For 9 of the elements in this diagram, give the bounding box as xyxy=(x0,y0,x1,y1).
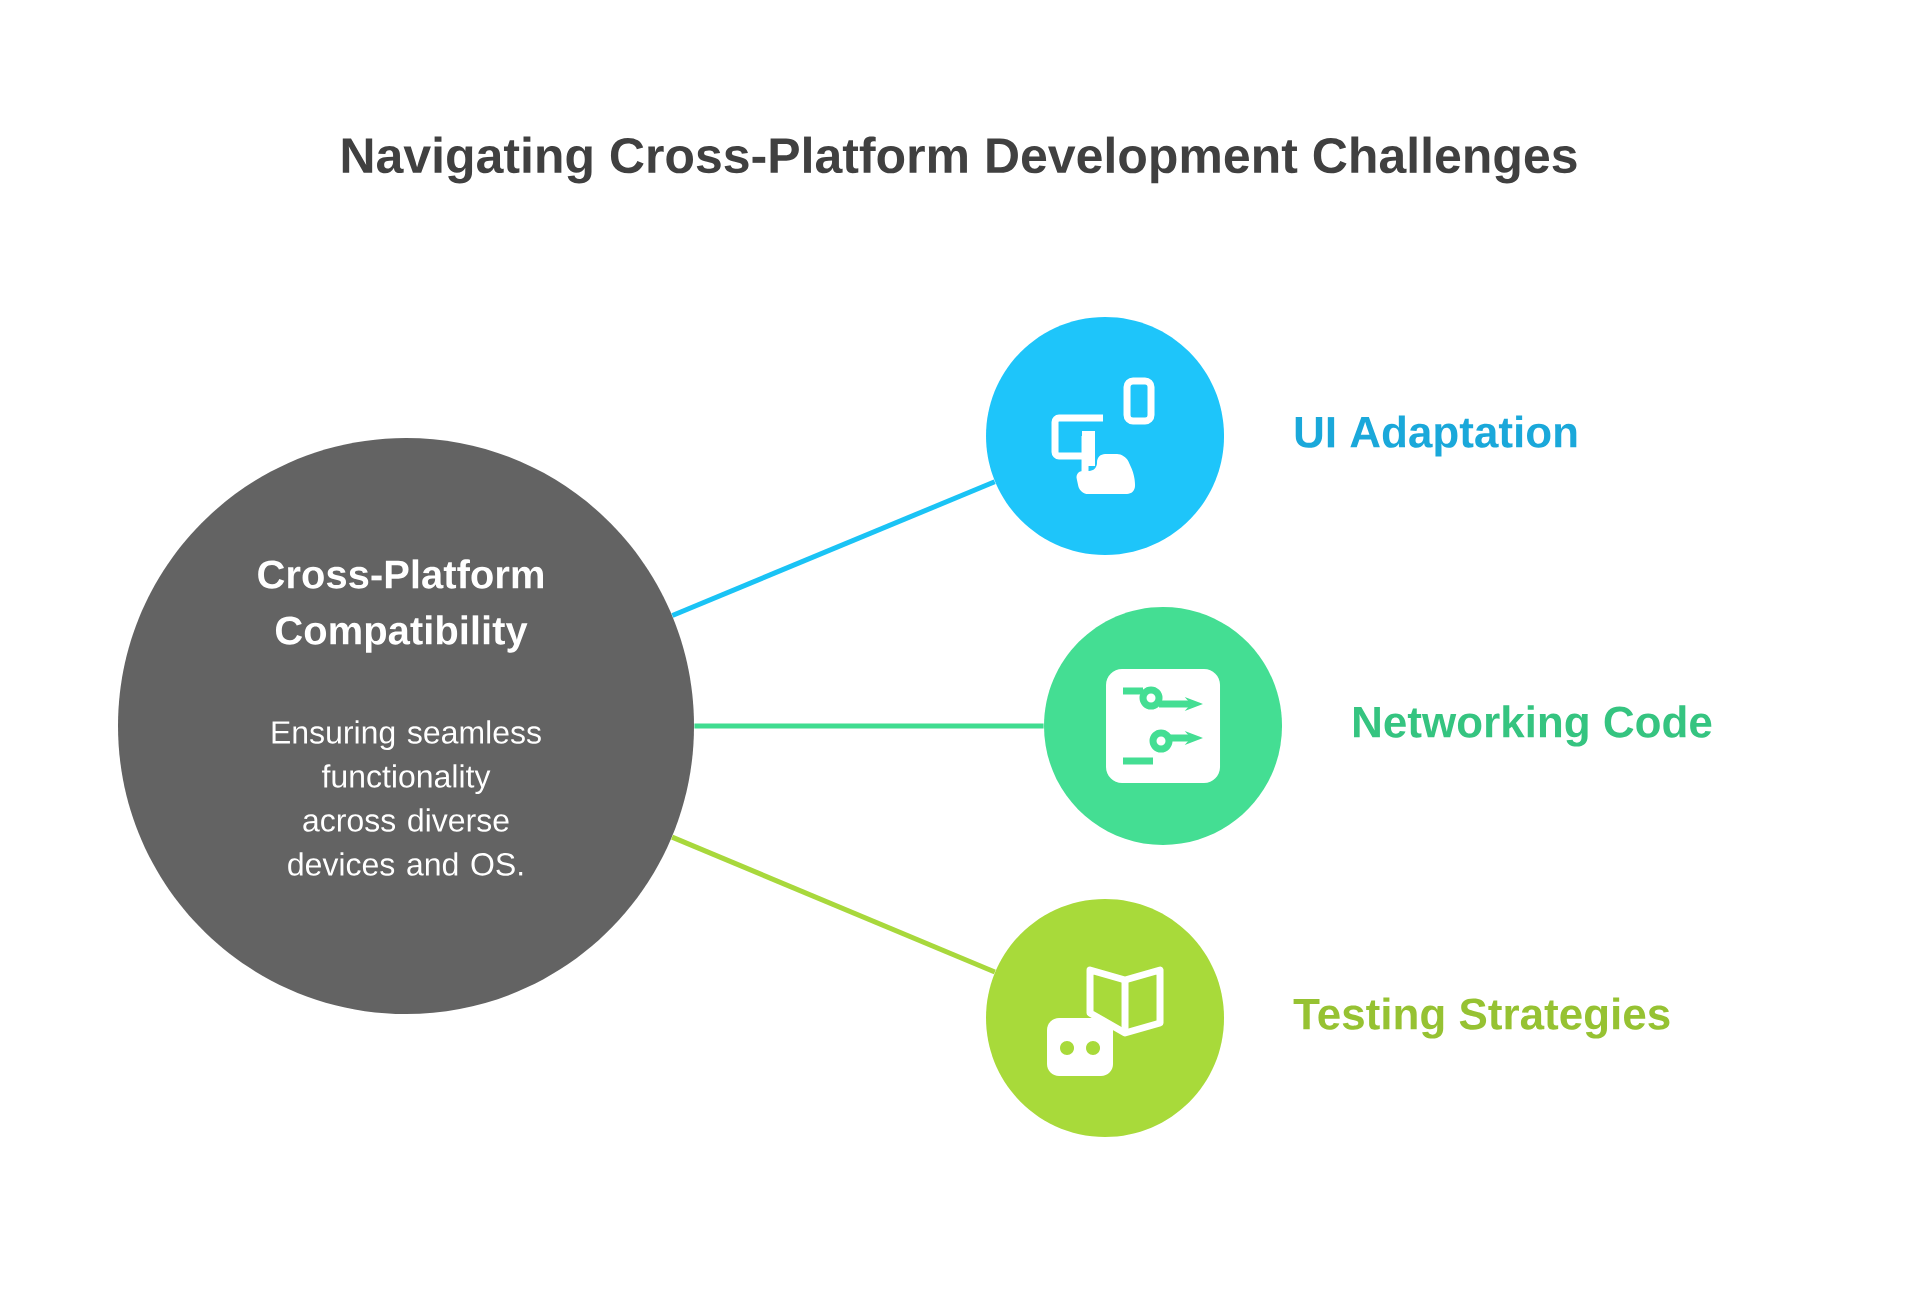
connector-line xyxy=(671,479,996,618)
item-label: Testing Strategies xyxy=(1293,997,1670,1039)
heading: Cross-Platform Compatibility xyxy=(258,559,543,653)
title: Navigating Cross-Platform Development Challenges xyxy=(342,136,1577,184)
connector-line xyxy=(671,834,996,975)
item-label: Networking Code xyxy=(1354,705,1712,747)
connector-line xyxy=(694,723,1044,729)
description: Ensuring seamless functionality across diverse devices and OS. xyxy=(272,720,541,876)
item-label: UI Adaptation xyxy=(1295,415,1577,457)
